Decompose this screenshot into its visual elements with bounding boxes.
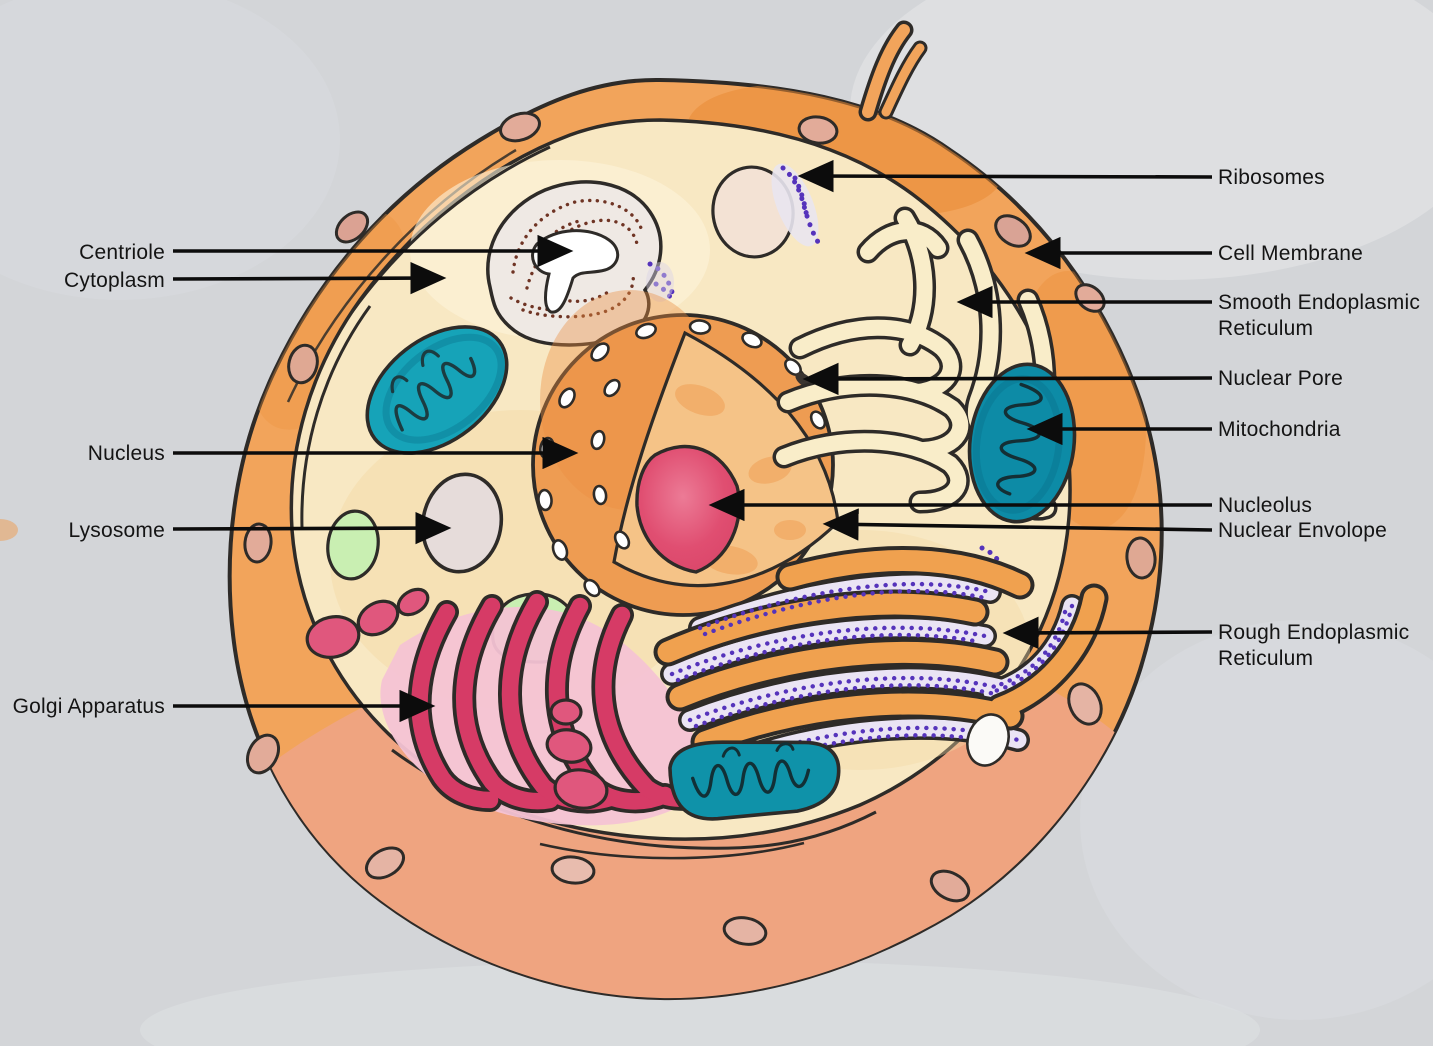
- arrow-nuclear-envelope: [822, 508, 1213, 541]
- mitochondrion-bottom: [668, 740, 841, 821]
- label-arrows: [172, 159, 1213, 723]
- arrow-lysosome: [172, 511, 452, 545]
- inner-boundary-double-line: [350, 145, 551, 313]
- label-cytoplasm: Cytoplasm: [64, 269, 165, 292]
- label-nucleus: Nucleus: [88, 442, 165, 465]
- label-smooth-er-line1: Smooth Endoplasmic: [1218, 291, 1420, 314]
- arrow-ribosomes: [797, 159, 1213, 193]
- mitochondrion-upper-left: [365, 325, 509, 455]
- golgi-vesicles: [305, 587, 609, 810]
- label-nuclear-pore: Nuclear Pore: [1218, 367, 1343, 390]
- label-smooth-er-line2: Reticulum: [1218, 317, 1313, 340]
- arrow-cytoplasm: [172, 261, 447, 295]
- white-gap-blob: [966, 713, 1010, 767]
- label-cell-membrane: Cell Membrane: [1218, 242, 1363, 265]
- label-texts: Centriole Cytoplasm Nucleus Lysosome Gol…: [13, 166, 1420, 718]
- ribosome-cluster-left: [647, 261, 675, 295]
- flagellum-shape: [858, 20, 928, 122]
- label-centriole: Centriole: [79, 241, 165, 264]
- mitochondrion-right: [967, 362, 1077, 524]
- ribosome-cluster-right: [979, 545, 1007, 575]
- nucleus-group: [0, 290, 840, 617]
- label-rough-er-line1: Rough Endoplasmic: [1218, 621, 1409, 644]
- golgi-apparatus-group: [305, 587, 729, 826]
- inner-boundary-double-line-left: [300, 305, 372, 529]
- arrow-nuclear-pore: [802, 362, 1213, 396]
- label-lysosome: Lysosome: [68, 519, 165, 542]
- label-golgi-apparatus: Golgi Apparatus: [13, 695, 165, 718]
- inner-boundary-bottom-line2: [539, 841, 805, 860]
- label-nuclear-envelope: Nuclear Envolope: [1218, 519, 1387, 542]
- membrane-protein-ovals: [243, 111, 1157, 946]
- label-mitochondria: Mitochondria: [1218, 418, 1341, 441]
- label-ribosomes: Ribosomes: [1218, 166, 1325, 189]
- lower-salmon-region: [229, 617, 1162, 999]
- arrow-rough-er: [1002, 616, 1213, 650]
- label-rough-er-line2: Reticulum: [1218, 647, 1313, 670]
- label-nucleolus: Nucleolus: [1218, 494, 1312, 517]
- nucleolus-shape: [635, 444, 742, 574]
